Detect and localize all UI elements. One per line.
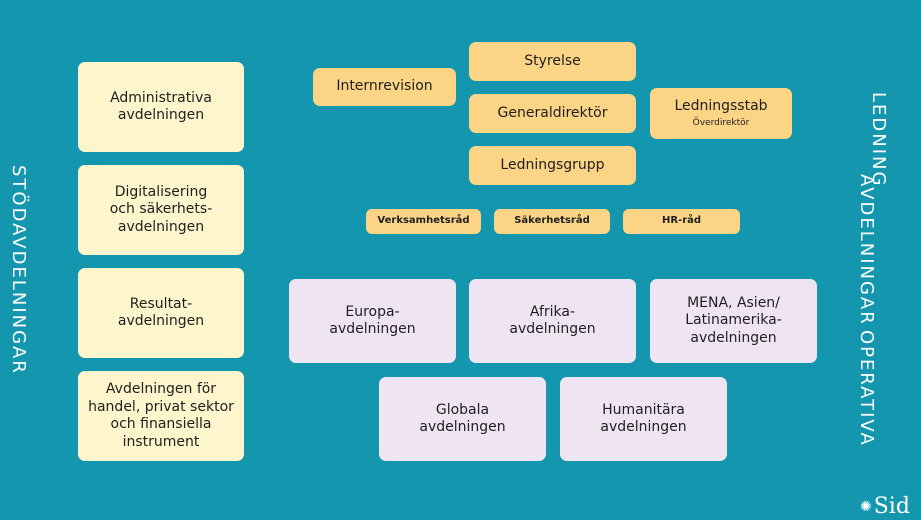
operative-label-line2: AVDELNINGAR [856,174,877,327]
trade-private-sector-department-box: Avdelningen för handel, privat sektor oc… [78,371,244,461]
board-box: Styrelse [469,42,636,81]
global-department-box: Globala avdelningen [379,377,546,461]
digitalisation-security-department-box: Digitalisering och säkerhets- avdelninge… [78,165,244,255]
management-staff-box: Ledningsstab Överdirektör [650,88,792,139]
hr-council-box: HR-råd [623,209,740,234]
operative-label-line1: OPERATIVA [856,330,877,447]
operative-departments-label: OPERATIVA AVDELNINGAR [856,174,877,447]
sida-logo-text: Sid [873,494,910,519]
management-group-box: Ledningsgrupp [469,146,636,185]
humanitarian-department-box: Humanitära avdelningen [560,377,727,461]
support-departments-label: STÖDAVDELNINGAR [8,165,29,375]
security-council-box: Säkerhetsråd [494,209,610,234]
results-department-box: Resultat- avdelningen [78,268,244,358]
operations-council-box: Verksamhetsråd [366,209,481,234]
europe-department-box: Europa- avdelningen [289,279,456,363]
management-staff-label: Ledningsstab [674,98,768,115]
deputy-director-label: Överdirektör [692,117,750,128]
administrative-department-box: Administrativa avdelningen [78,62,244,152]
sida-logo: ✺ Sid [860,494,910,519]
director-general-box: Generaldirektör [469,94,636,133]
africa-department-box: Afrika- avdelningen [469,279,636,363]
sida-logo-mark-icon: ✺ [860,498,872,515]
internal-audit-box: Internrevision [313,68,456,106]
mena-asia-latin-america-department-box: MENA, Asien/ Latinamerika- avdelningen [650,279,817,363]
leadership-label: LEDNING [868,92,889,188]
